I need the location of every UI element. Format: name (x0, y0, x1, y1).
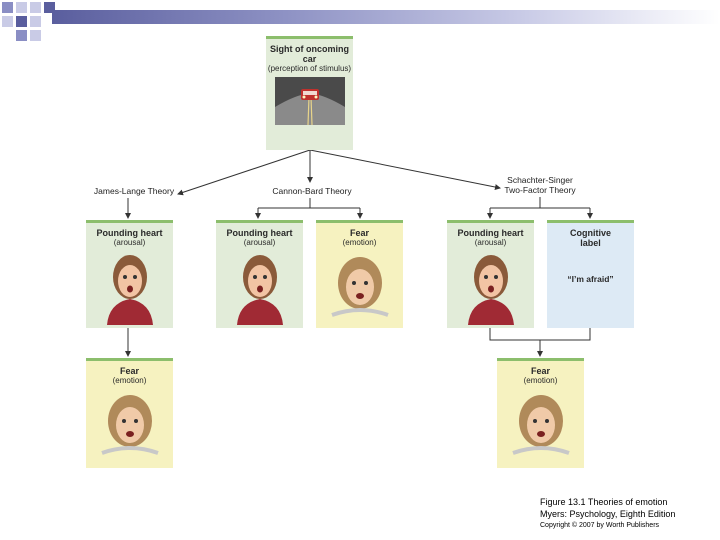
caption-line1: Figure 13.1 Theories of emotion (540, 497, 668, 507)
arrow-to-schachter-singer (309, 149, 501, 190)
ss-cognitive-quote: “I’m afraid” (567, 274, 614, 284)
ss-arousal-box: Pounding heart (arousal) (447, 220, 534, 328)
decor-square (2, 16, 13, 27)
cb-arousal-title: Pounding heart (226, 228, 293, 238)
schachter-singer-line2: Two-Factor Theory (504, 185, 576, 195)
decor-square (44, 2, 55, 13)
ss-cognitive-title-line2: label (580, 238, 601, 248)
figure-caption: Figure 13.1 Theories of emotion Myers: P… (540, 496, 675, 532)
header-bar (52, 10, 720, 24)
jl-emotion-title: Fear (119, 366, 139, 376)
caption-line2: Myers: Psychology, Eighth Edition (540, 509, 676, 519)
cb-arousal-box: Pounding heart (arousal) (216, 220, 303, 328)
jl-emotion-subtitle: (emotion) (112, 376, 147, 385)
stimulus-subtitle: (perception of stimulus) (267, 64, 352, 73)
decor-square (30, 2, 41, 13)
arrow-to-james-lange (177, 149, 311, 196)
ss-arousal-title: Pounding heart (457, 228, 524, 238)
header-squares-decoration (0, 0, 60, 50)
ss-arousal-subtitle: (arousal) (474, 238, 507, 247)
cb-split-line (258, 198, 360, 209)
cb-emotion-title: Fear (349, 228, 369, 238)
arousal-face-image (468, 255, 514, 325)
ss-cognitive-title-line1: Cognitive (569, 228, 611, 238)
arousal-face-image (107, 255, 153, 325)
cannon-bard-label: Cannon-Bard Theory (272, 186, 352, 196)
decor-square (30, 30, 41, 41)
ss-emotion-subtitle: (emotion) (523, 376, 558, 385)
ss-emotion-title: Fear (530, 366, 550, 376)
cb-emotion-subtitle: (emotion) (342, 238, 377, 247)
decor-square (16, 2, 27, 13)
fear-face-image (331, 257, 389, 317)
jl-arousal-title: Pounding heart (96, 228, 163, 238)
cb-emotion-box: Fear (emotion) (316, 220, 403, 328)
ss-emotion-box: Fear (emotion) (497, 358, 584, 468)
stimulus-box: Sight of oncoming car (perception of sti… (266, 36, 353, 150)
oncoming-car-image (274, 77, 345, 126)
jl-emotion-box: Fear (emotion) (86, 358, 173, 468)
schachter-singer-label: Schachter-Singer Two-Factor Theory (490, 175, 590, 195)
cb-arousal-subtitle: (arousal) (243, 238, 276, 247)
arousal-face-image (237, 255, 283, 325)
decor-square (16, 16, 27, 27)
jl-arousal-subtitle: (arousal) (113, 238, 146, 247)
fear-face-image (512, 395, 570, 455)
fear-face-image (101, 395, 159, 455)
decor-square (30, 16, 41, 27)
jl-arousal-box: Pounding heart (arousal) (86, 220, 173, 328)
schachter-singer-line1: Schachter-Singer (507, 175, 573, 185)
caption-copyright: Copyright © 2007 by Worth Publishers (540, 522, 660, 529)
james-lange-label: James-Lange Theory (93, 186, 175, 196)
stimulus-title: Sight of oncoming car (270, 44, 349, 64)
ss-cognitive-box: Cognitive label “I’m afraid” (547, 220, 634, 328)
decor-square (16, 30, 27, 41)
ss-split-line (490, 197, 590, 209)
decor-square (2, 2, 13, 13)
